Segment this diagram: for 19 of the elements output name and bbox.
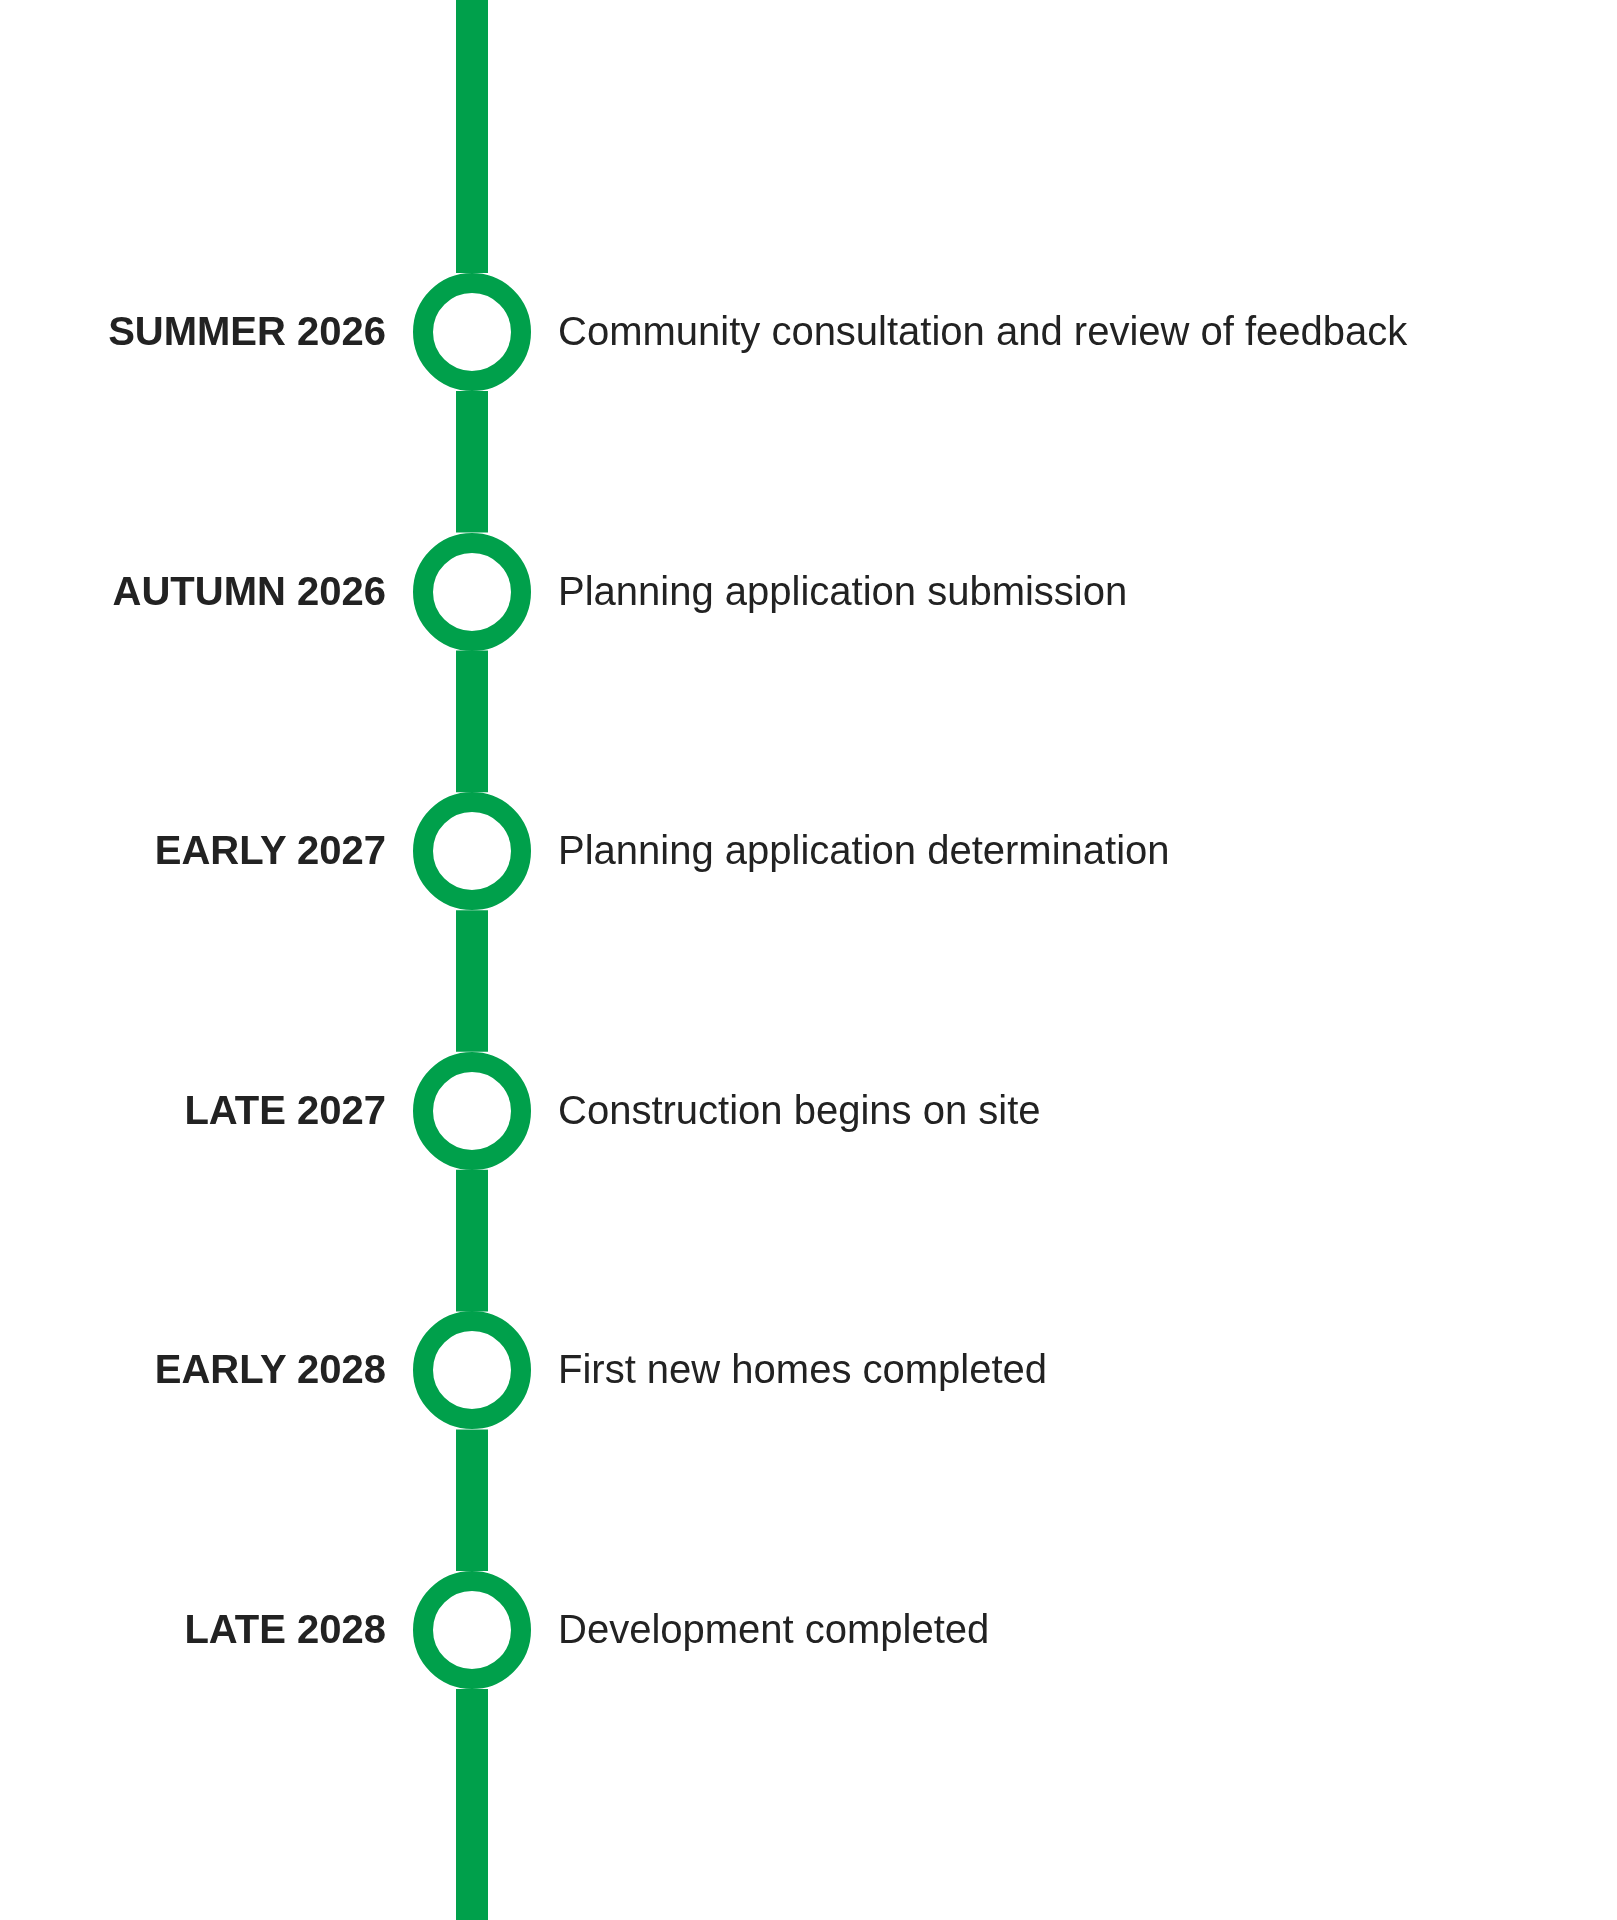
milestone-description: Community consultation and review of feedback (558, 311, 1408, 351)
timeline-line (456, 650, 488, 793)
milestone-description: Planning application submission (558, 570, 1128, 611)
date-label: LATE 2027 (184, 1089, 386, 1130)
date-label: LATE 2028 (184, 1609, 386, 1649)
timeline-line (456, 910, 488, 1052)
timeline-line (456, 0, 488, 273)
date-label: EARLY 2028 (154, 1349, 386, 1390)
milestone-description: First new homes completed (558, 1349, 1048, 1390)
timeline-line (456, 1169, 488, 1312)
timeline-line (456, 391, 488, 533)
date-label: AUTUMN 2026 (112, 570, 386, 611)
date-label: EARLY 2027 (154, 830, 386, 871)
milestone-description: Construction begins on site (558, 1089, 1041, 1130)
date-label: SUMMER 2026 (108, 311, 386, 351)
timeline-line (456, 1429, 488, 1571)
milestone-description: Planning application determination (558, 830, 1170, 871)
milestone-description: Development completed (558, 1609, 990, 1649)
timeline-line (456, 1689, 488, 1920)
